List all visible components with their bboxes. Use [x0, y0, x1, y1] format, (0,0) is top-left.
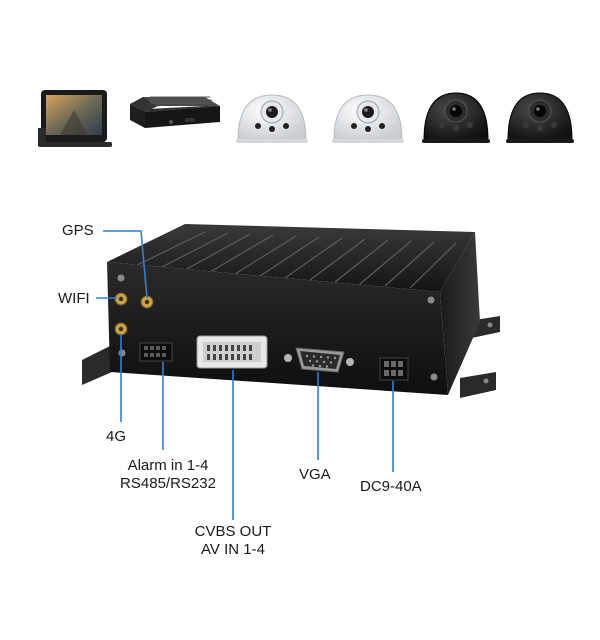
- cvbs-label-line2: AV IN 1-4: [201, 541, 265, 558]
- cvbs-av-port: [196, 335, 268, 369]
- alarm-label-line2: RS485/RS232: [120, 475, 216, 492]
- vga-port: [284, 347, 354, 373]
- wifi-antenna-connector: [114, 292, 128, 306]
- black-dome-camera-2: [506, 92, 574, 143]
- dvr-box-icon: [130, 96, 220, 128]
- callout-lines: [96, 230, 394, 520]
- screw: [427, 296, 435, 304]
- cvbs-av-label: CVBS OUT AV IN 1-4: [178, 523, 288, 559]
- heatsink-top: [107, 224, 475, 292]
- 4g-antenna-connector: [114, 322, 128, 336]
- wifi-label: WIFI: [58, 290, 90, 307]
- screw: [118, 349, 126, 357]
- camera-icon: [332, 94, 404, 143]
- alarm-label-line1: Alarm in 1-4: [127, 457, 209, 474]
- screw: [117, 274, 125, 282]
- vga-label: VGA: [299, 466, 331, 483]
- dc-power-port: [379, 357, 409, 381]
- white-dome-camera-1: [236, 94, 308, 143]
- camera-icon: [422, 92, 490, 143]
- monitor-thumbnail: [38, 90, 112, 147]
- gps-callout-line: [103, 230, 148, 299]
- gps-label: GPS: [62, 222, 94, 239]
- white-dome-camera-2: [332, 94, 404, 143]
- 4g-label: 4G: [106, 428, 127, 445]
- right-mounting-flange-bottom: [460, 372, 496, 398]
- device-front-panel: [107, 262, 448, 395]
- alarm-label: Alarm in 1-4 RS485/RS232: [110, 457, 226, 493]
- black-dome-camera-1: [422, 92, 490, 143]
- cvbs-label-line1: CVBS OUT: [194, 523, 272, 540]
- dc-power-label: DC9-40A: [360, 478, 422, 495]
- camera-icon: [506, 92, 574, 143]
- alarm-rs485-port: [139, 342, 173, 362]
- heatsink-fins: [134, 231, 457, 289]
- camera-icon: [236, 94, 308, 143]
- dvr-device: [82, 224, 500, 398]
- device-right-side: [440, 232, 480, 395]
- dvr-thumbnail: [130, 96, 220, 128]
- screw: [430, 373, 438, 381]
- left-mounting-flange: [82, 345, 112, 385]
- gps-antenna-connector: [140, 295, 154, 309]
- monitor-icon: [38, 90, 112, 147]
